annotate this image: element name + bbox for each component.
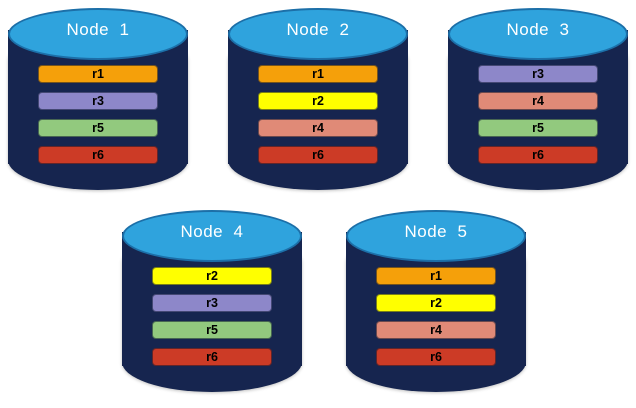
replica-bar[interactable]: r6 [38, 146, 158, 164]
node-cylinder-3[interactable]: Node 3 r3 r4 r5 r6 [448, 8, 628, 194]
node-label: Node 4 [180, 222, 244, 241]
replica-bar[interactable]: r5 [152, 321, 272, 339]
replica-bar[interactable]: r6 [258, 146, 378, 164]
replica-bar[interactable]: r4 [258, 119, 378, 137]
cylinder-top-ellipse [228, 8, 408, 60]
replica-bar[interactable]: r2 [258, 92, 378, 110]
replica-bar[interactable]: r3 [38, 92, 158, 110]
replica-list: r3 r4 r5 r6 [478, 65, 598, 164]
cylinder-top-ellipse [8, 8, 188, 60]
replica-bar[interactable]: r5 [478, 119, 598, 137]
node-label: Node 2 [286, 20, 350, 39]
replica-bar[interactable]: r1 [376, 267, 496, 285]
node-cylinder-4[interactable]: Node 4 r2 r3 r5 r6 [122, 210, 302, 396]
replica-bar[interactable]: r3 [152, 294, 272, 312]
node-cylinder-1[interactable]: Node 1 r1 r3 r5 r6 [8, 8, 188, 194]
replica-bar[interactable]: r4 [478, 92, 598, 110]
node-cylinder-2[interactable]: Node 2 r1 r2 r4 r6 [228, 8, 408, 194]
replica-bar[interactable]: r6 [152, 348, 272, 366]
node-label: Node 3 [506, 20, 570, 39]
node-label: Node 5 [404, 222, 468, 241]
replica-list: r1 r2 r4 r6 [376, 267, 496, 366]
replica-bar[interactable]: r1 [38, 65, 158, 83]
replica-bar[interactable]: r6 [376, 348, 496, 366]
replica-bar[interactable]: r2 [376, 294, 496, 312]
cylinder-top-ellipse [448, 8, 628, 60]
replica-bar[interactable]: r2 [152, 267, 272, 285]
node-cylinder-5[interactable]: Node 5 r1 r2 r4 r6 [346, 210, 526, 396]
replica-bar[interactable]: r3 [478, 65, 598, 83]
replica-bar[interactable]: r4 [376, 321, 496, 339]
replica-list: r1 r2 r4 r6 [258, 65, 378, 164]
replica-list: r2 r3 r5 r6 [152, 267, 272, 366]
node-label: Node 1 [66, 20, 130, 39]
replica-bar[interactable]: r1 [258, 65, 378, 83]
replica-list: r1 r3 r5 r6 [38, 65, 158, 164]
replica-bar[interactable]: r6 [478, 146, 598, 164]
cylinder-top-ellipse [122, 210, 302, 262]
cylinder-top-ellipse [346, 210, 526, 262]
replica-bar[interactable]: r5 [38, 119, 158, 137]
